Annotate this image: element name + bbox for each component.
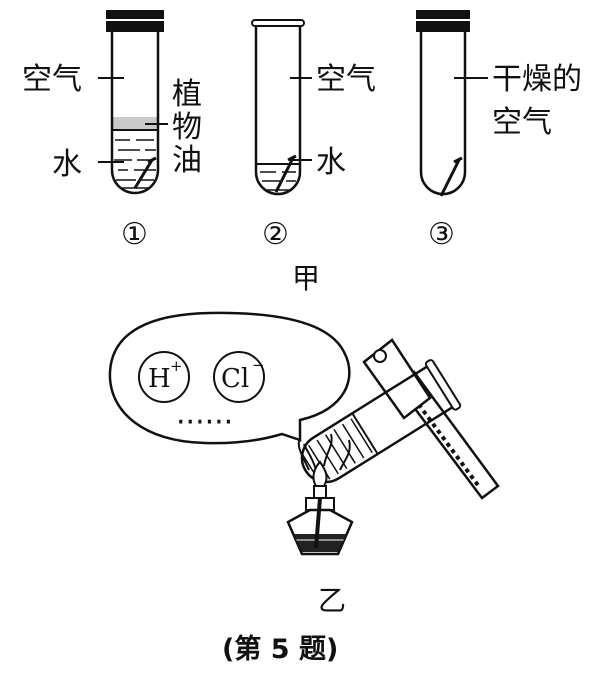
alcohol-lamp [286, 433, 354, 556]
question-label-close: 题) [290, 634, 339, 665]
h-ion-charge: + [170, 357, 183, 375]
tube-wall [110, 32, 160, 195]
iron-nail [439, 159, 461, 197]
caption-yi: 乙 [318, 584, 346, 617]
tube3-number: ③ [428, 217, 455, 252]
tube-wall [254, 26, 302, 196]
tube-rim [251, 19, 305, 27]
tube1-oil-label-char1: 植 [172, 77, 202, 112]
flame [297, 433, 351, 471]
tube3-dry-air-label-line2: 空气 [492, 105, 552, 140]
question-label: (第 5 题) [222, 633, 338, 665]
test-tube-2 [251, 19, 312, 196]
tube-wall [419, 32, 467, 196]
tube1-number: ① [121, 217, 148, 252]
bubble-ellipsis: ······ [176, 405, 233, 440]
tube2-number: ② [262, 217, 289, 252]
tube1-air-label: 空气 [22, 62, 82, 97]
test-tube-1 [98, 10, 168, 195]
caption-jia: 甲 [292, 262, 320, 295]
iron-nail [133, 159, 154, 189]
tube2-air-label: 空气 [316, 62, 376, 97]
test-tube-3 [416, 10, 488, 197]
tube1-oil-label-char3: 油 [172, 143, 202, 178]
question-number: 5 [271, 634, 290, 665]
alcohol-liquid [288, 534, 352, 552]
tube2-water-label: 水 [316, 145, 346, 180]
tube1-oil-label-char2: 物 [172, 110, 202, 145]
h-ion-circle [138, 351, 190, 403]
cl-ion-symbol: Cl [221, 364, 249, 394]
iron-nail [274, 157, 295, 193]
tube3-dry-air-label-line1: 干燥的 [492, 62, 582, 97]
wick [314, 497, 322, 549]
tube-wall [300, 365, 454, 484]
heated-test-tube [292, 359, 462, 492]
cl-ion-circle [213, 351, 265, 403]
tube-rim [424, 359, 462, 411]
question-label-open: (第 [222, 633, 271, 665]
cl-ion-charge: − [252, 356, 265, 374]
wick-holder [313, 485, 327, 499]
tube-holder [362, 338, 500, 500]
tube1-water-label: 水 [52, 147, 82, 182]
speech-bubble [108, 311, 351, 445]
oil-layer [112, 117, 158, 130]
tube-contents [112, 117, 158, 189]
acid-solution [300, 418, 373, 484]
h-ion-symbol: H [148, 364, 171, 394]
